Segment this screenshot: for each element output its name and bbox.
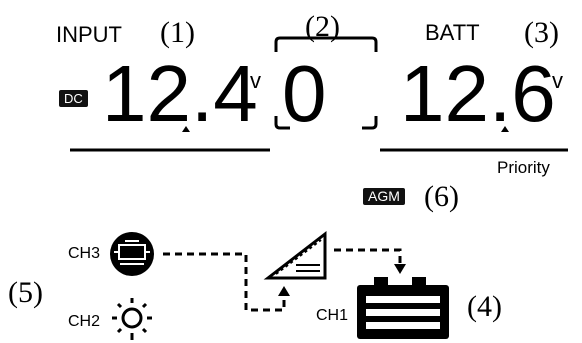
batt-voltage: 12.6 — [400, 49, 556, 138]
sun-icon — [112, 298, 152, 340]
agm-badge: AGM — [363, 188, 405, 205]
input-voltage: 12.4 — [102, 49, 258, 138]
batt-unit: v — [552, 68, 563, 93]
batt-marker — [501, 126, 509, 132]
dc-badge: DC — [59, 90, 88, 107]
arrow-up-icon — [278, 286, 290, 296]
input-unit: v — [250, 68, 261, 93]
battery-callout: (4) — [467, 290, 502, 323]
ch2-label: CH2 — [68, 313, 101, 330]
channel-group-callout: (5) — [8, 276, 43, 309]
arrow-down-icon — [394, 264, 406, 274]
input-label: INPUT — [56, 22, 122, 47]
priority-label: Priority — [497, 158, 550, 177]
battery-icon — [357, 277, 449, 339]
middle-value: 0 — [282, 49, 327, 138]
charger-icon — [263, 230, 327, 280]
middle-bracket-bottom-left — [274, 116, 290, 130]
flow-line-ch3 — [163, 252, 286, 312]
middle-bracket-top — [274, 36, 378, 52]
battery-type-callout: (6) — [424, 180, 459, 213]
input-callout: (1) — [160, 16, 195, 49]
ch1-label: CH1 — [316, 307, 349, 324]
batt-callout: (3) — [524, 16, 559, 49]
input-marker — [182, 126, 190, 132]
engine-icon — [110, 232, 154, 276]
ch3-label: CH3 — [68, 245, 101, 262]
flow-line-ch1 — [334, 248, 402, 264]
middle-callout: (2) — [305, 10, 340, 43]
middle-bracket-bottom-right — [362, 116, 378, 130]
batt-label: BATT — [425, 20, 480, 45]
